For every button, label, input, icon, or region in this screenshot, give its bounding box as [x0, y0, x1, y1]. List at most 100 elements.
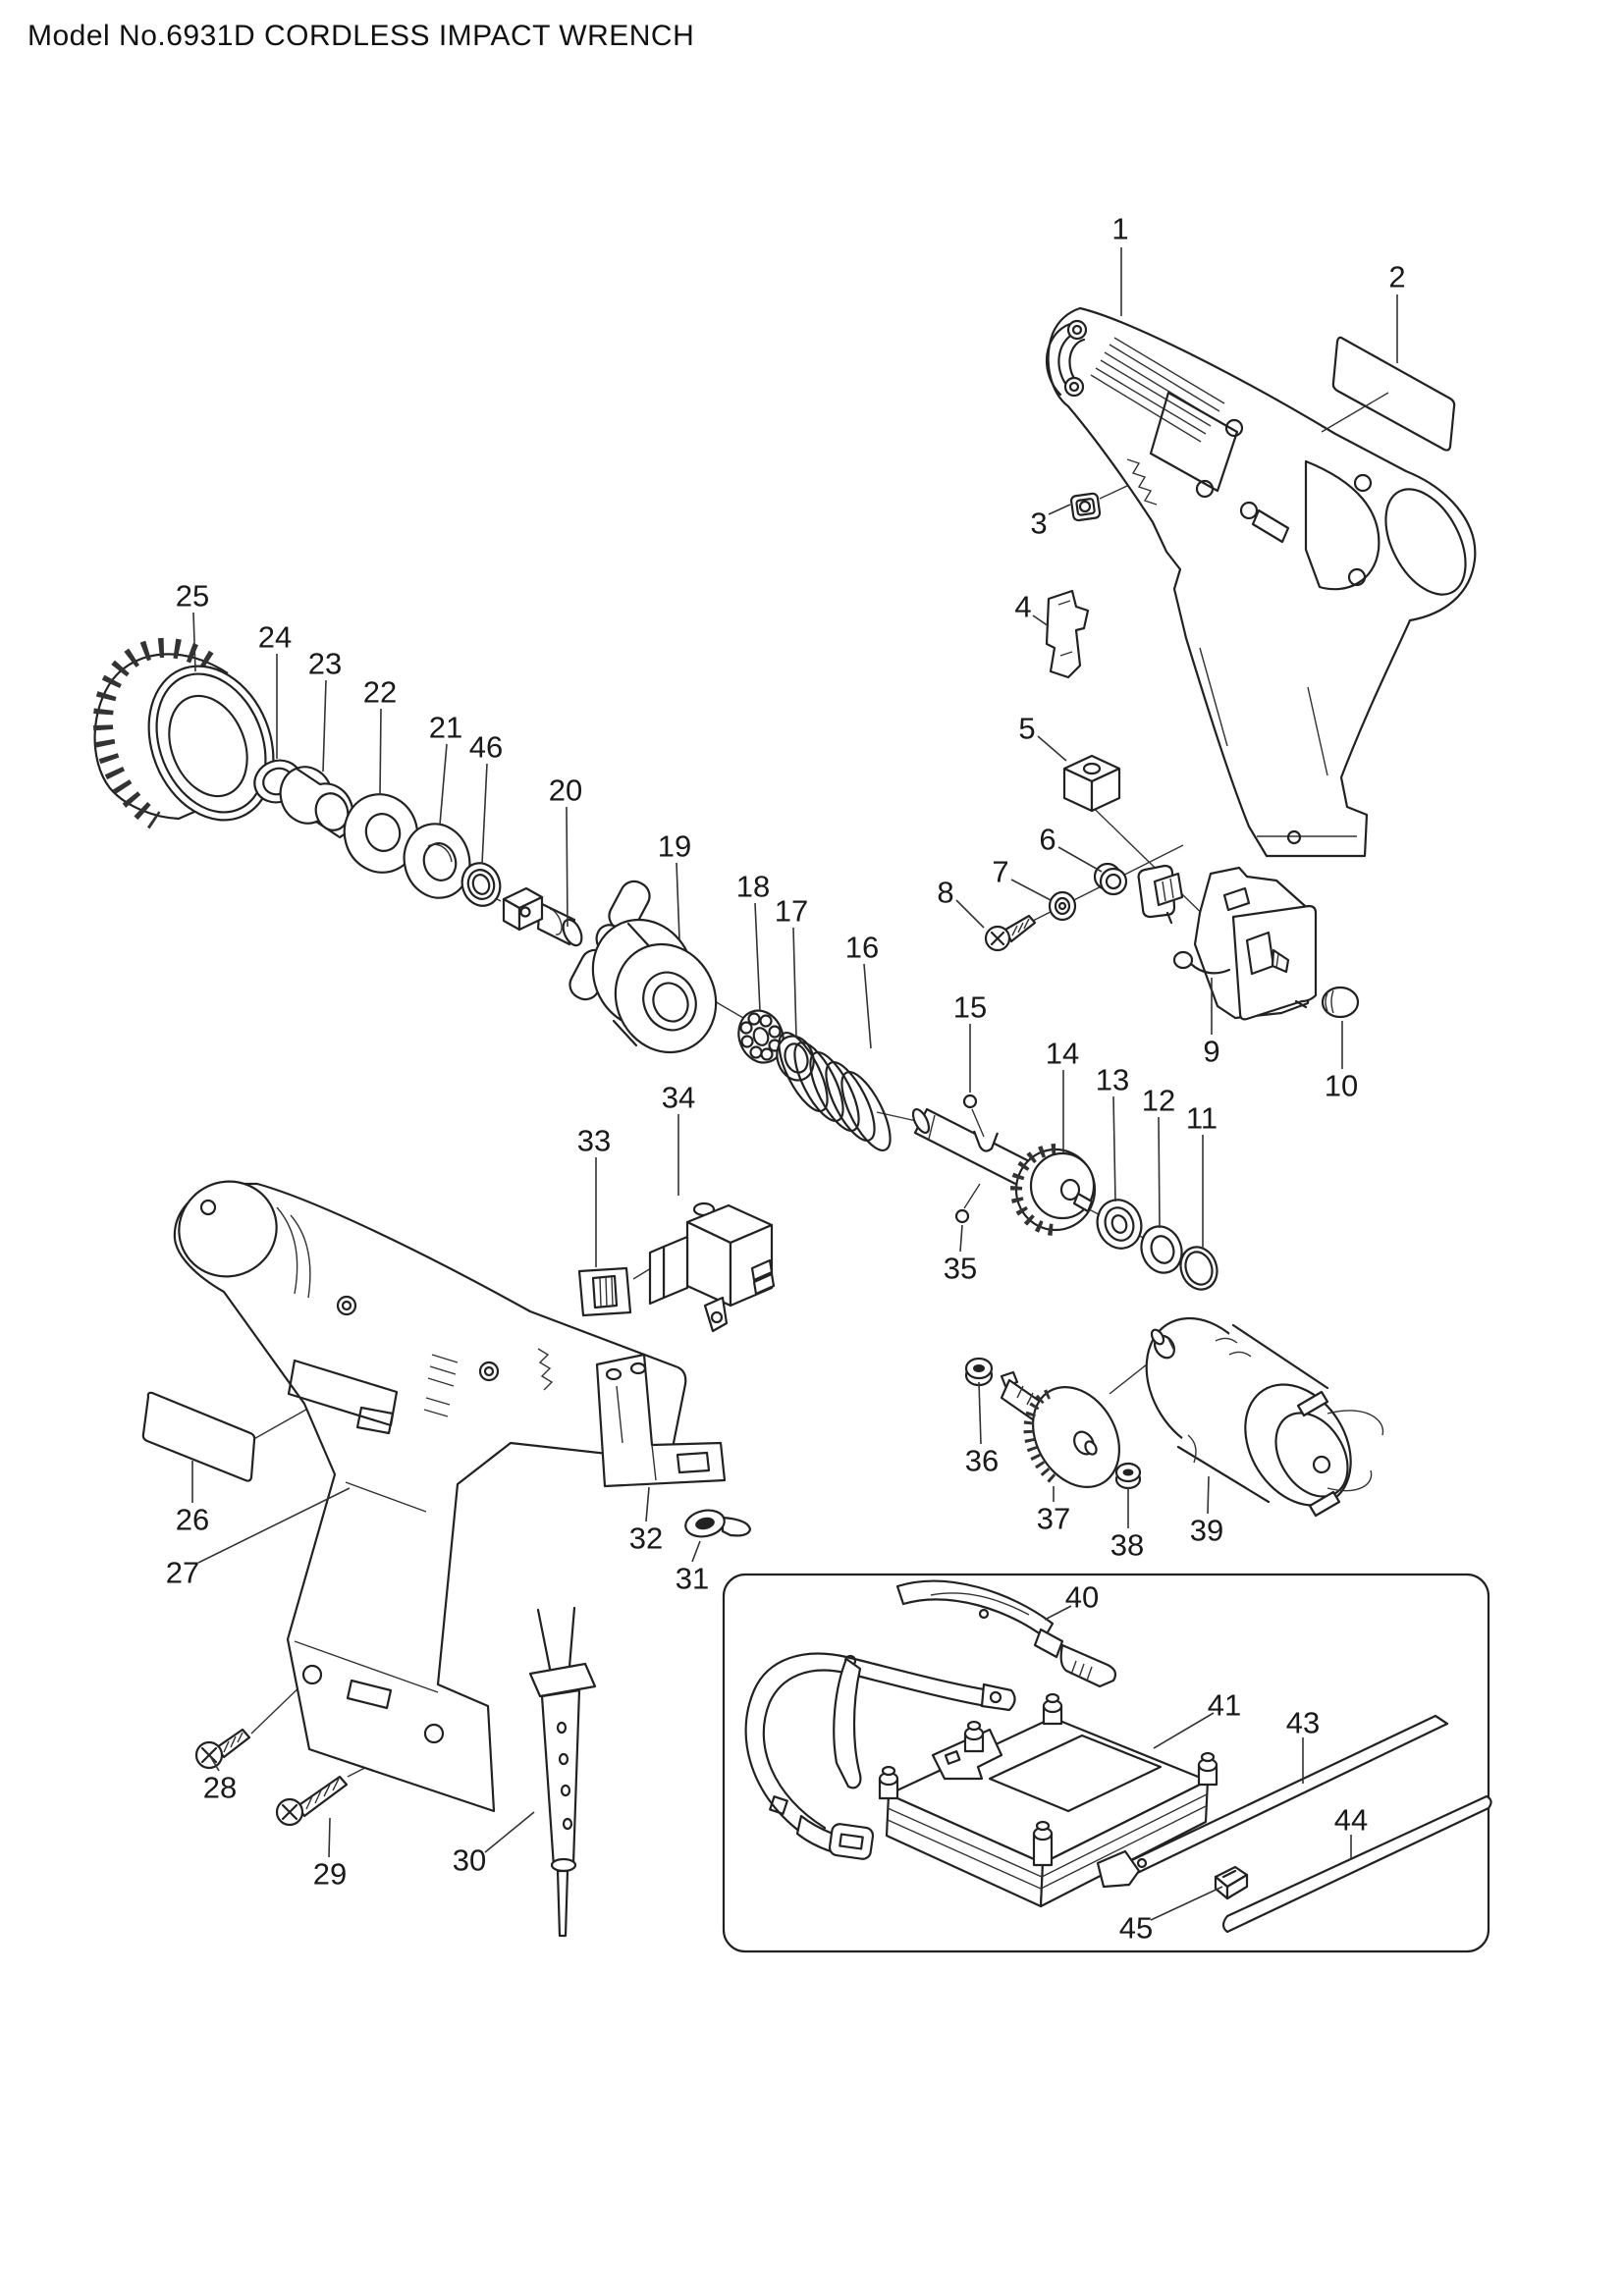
callout-45: 45 — [1119, 1911, 1153, 1946]
part-32-bracket-art — [595, 1353, 727, 1488]
part-15-steel-ball-art — [962, 1094, 985, 1138]
callout-leader-40 — [1044, 1605, 1072, 1621]
callout-13: 13 — [1096, 1063, 1129, 1097]
callout-17: 17 — [775, 894, 808, 929]
case-posts — [878, 1692, 1218, 1867]
part-39-motor-art — [1145, 1316, 1384, 1518]
callout-leader-18 — [754, 902, 761, 1012]
callout-leader-16 — [863, 963, 872, 1049]
part-16-compression-spring-art — [778, 1032, 892, 1151]
part-41-battery-case-art — [878, 1692, 1218, 1908]
part-19-hammer-art — [591, 918, 718, 1054]
callout-21: 21 — [429, 711, 462, 745]
part-3-square-nut-art — [1070, 492, 1102, 522]
callout-leader-39 — [1207, 1475, 1210, 1515]
callout-27: 27 — [166, 1556, 199, 1590]
callout-leader-35 — [959, 1224, 963, 1253]
callout-leader-8 — [955, 899, 985, 929]
callout-36: 36 — [965, 1444, 999, 1478]
part-34-switch-art — [648, 1201, 776, 1333]
callout-leader-31 — [691, 1540, 701, 1563]
part-28-screw-art — [194, 1728, 251, 1770]
part-2-name-plate-art — [1321, 336, 1456, 452]
callout-leader-7 — [1010, 879, 1052, 901]
part-10-cap-art — [1321, 986, 1360, 1019]
callout-11: 11 — [1186, 1101, 1218, 1136]
callout-38: 38 — [1110, 1528, 1144, 1563]
callout-22: 22 — [363, 675, 397, 710]
callout-31: 31 — [676, 1562, 709, 1596]
part-35-steel-ball-art — [954, 1183, 981, 1224]
callout-43: 43 — [1286, 1706, 1320, 1740]
part-38-spacer-art — [1114, 1462, 1142, 1490]
part-25-joint-cover-art — [92, 637, 275, 829]
callout-leader-25 — [192, 612, 196, 672]
part-40-shoulder-strap-art — [744, 1579, 1117, 1860]
callout-leader-21 — [439, 743, 448, 826]
part-31-lever-art — [684, 1509, 752, 1538]
callout-leader-23 — [322, 679, 327, 773]
callout-leader-36 — [978, 1381, 982, 1445]
part-36-spacer-art — [964, 1357, 994, 1387]
callout-18: 18 — [736, 870, 770, 904]
callout-40: 40 — [1065, 1580, 1099, 1615]
part-37-pinion-gear-art — [1000, 1370, 1121, 1488]
callout-leader-46 — [481, 763, 488, 865]
callout-35: 35 — [944, 1252, 977, 1286]
part-11-o-ring-art — [1179, 1246, 1218, 1291]
callout-26: 26 — [176, 1503, 209, 1537]
callout-5: 5 — [1018, 712, 1035, 746]
callout-44: 44 — [1334, 1803, 1368, 1838]
part-46-ring-art — [460, 862, 502, 907]
part-45-clip-art — [1214, 1865, 1249, 1900]
part-5-cushion-cube-art — [1062, 754, 1121, 813]
part-43-strap-band-art — [1096, 1714, 1449, 1889]
callout-39: 39 — [1190, 1514, 1223, 1548]
callout-28: 28 — [203, 1771, 237, 1805]
callout-9: 9 — [1203, 1035, 1219, 1069]
inset-box — [722, 1573, 1490, 1953]
callout-1: 1 — [1111, 212, 1128, 246]
part-8-screw-art — [984, 914, 1037, 952]
callout-30: 30 — [453, 1843, 486, 1878]
callout-10: 10 — [1325, 1069, 1358, 1103]
callout-layer: 1234567891011121314151617181920212223242… — [166, 212, 1406, 1946]
callout-34: 34 — [662, 1081, 695, 1115]
part-6-grommet-art — [1093, 862, 1128, 896]
callout-leader-45 — [1150, 1886, 1223, 1921]
callout-leader-27 — [197, 1487, 351, 1564]
callout-leader-13 — [1112, 1095, 1116, 1202]
callout-19: 19 — [658, 829, 691, 864]
part-9-switch-assembly-art — [1137, 864, 1318, 1021]
callout-leader-32 — [645, 1486, 650, 1522]
part-33-lock-button-art — [577, 1266, 632, 1317]
callout-6: 6 — [1039, 823, 1056, 857]
callout-46: 46 — [469, 730, 503, 765]
callout-23: 23 — [308, 647, 342, 681]
part-1-housing-right-art — [1045, 306, 1477, 858]
part-14-spindle-gear-art — [911, 1107, 1097, 1236]
part-13-ball-bearing-art — [1096, 1199, 1143, 1250]
callout-32: 32 — [629, 1522, 663, 1556]
callout-14: 14 — [1046, 1037, 1079, 1071]
callout-leader-5 — [1037, 735, 1067, 762]
callout-leader-29 — [328, 1817, 331, 1858]
callout-leader-4 — [1032, 614, 1050, 627]
callout-24: 24 — [258, 620, 292, 655]
callout-leader-17 — [792, 927, 797, 1039]
part-21-washer-art — [403, 823, 471, 899]
callout-leader-3 — [1048, 504, 1071, 515]
callout-8: 8 — [937, 876, 953, 910]
callout-12: 12 — [1142, 1084, 1175, 1118]
part-22-flat-washer-art — [343, 793, 419, 874]
callout-leader-19 — [676, 862, 680, 940]
part-4-latch-art — [1045, 589, 1090, 679]
part-30-strap-post-art — [528, 1606, 597, 1938]
part-7-flat-washer-art — [1048, 890, 1077, 922]
callout-leader-41 — [1153, 1712, 1215, 1749]
callout-3: 3 — [1030, 507, 1047, 541]
callout-16: 16 — [845, 931, 879, 965]
callout-25: 25 — [176, 579, 209, 614]
